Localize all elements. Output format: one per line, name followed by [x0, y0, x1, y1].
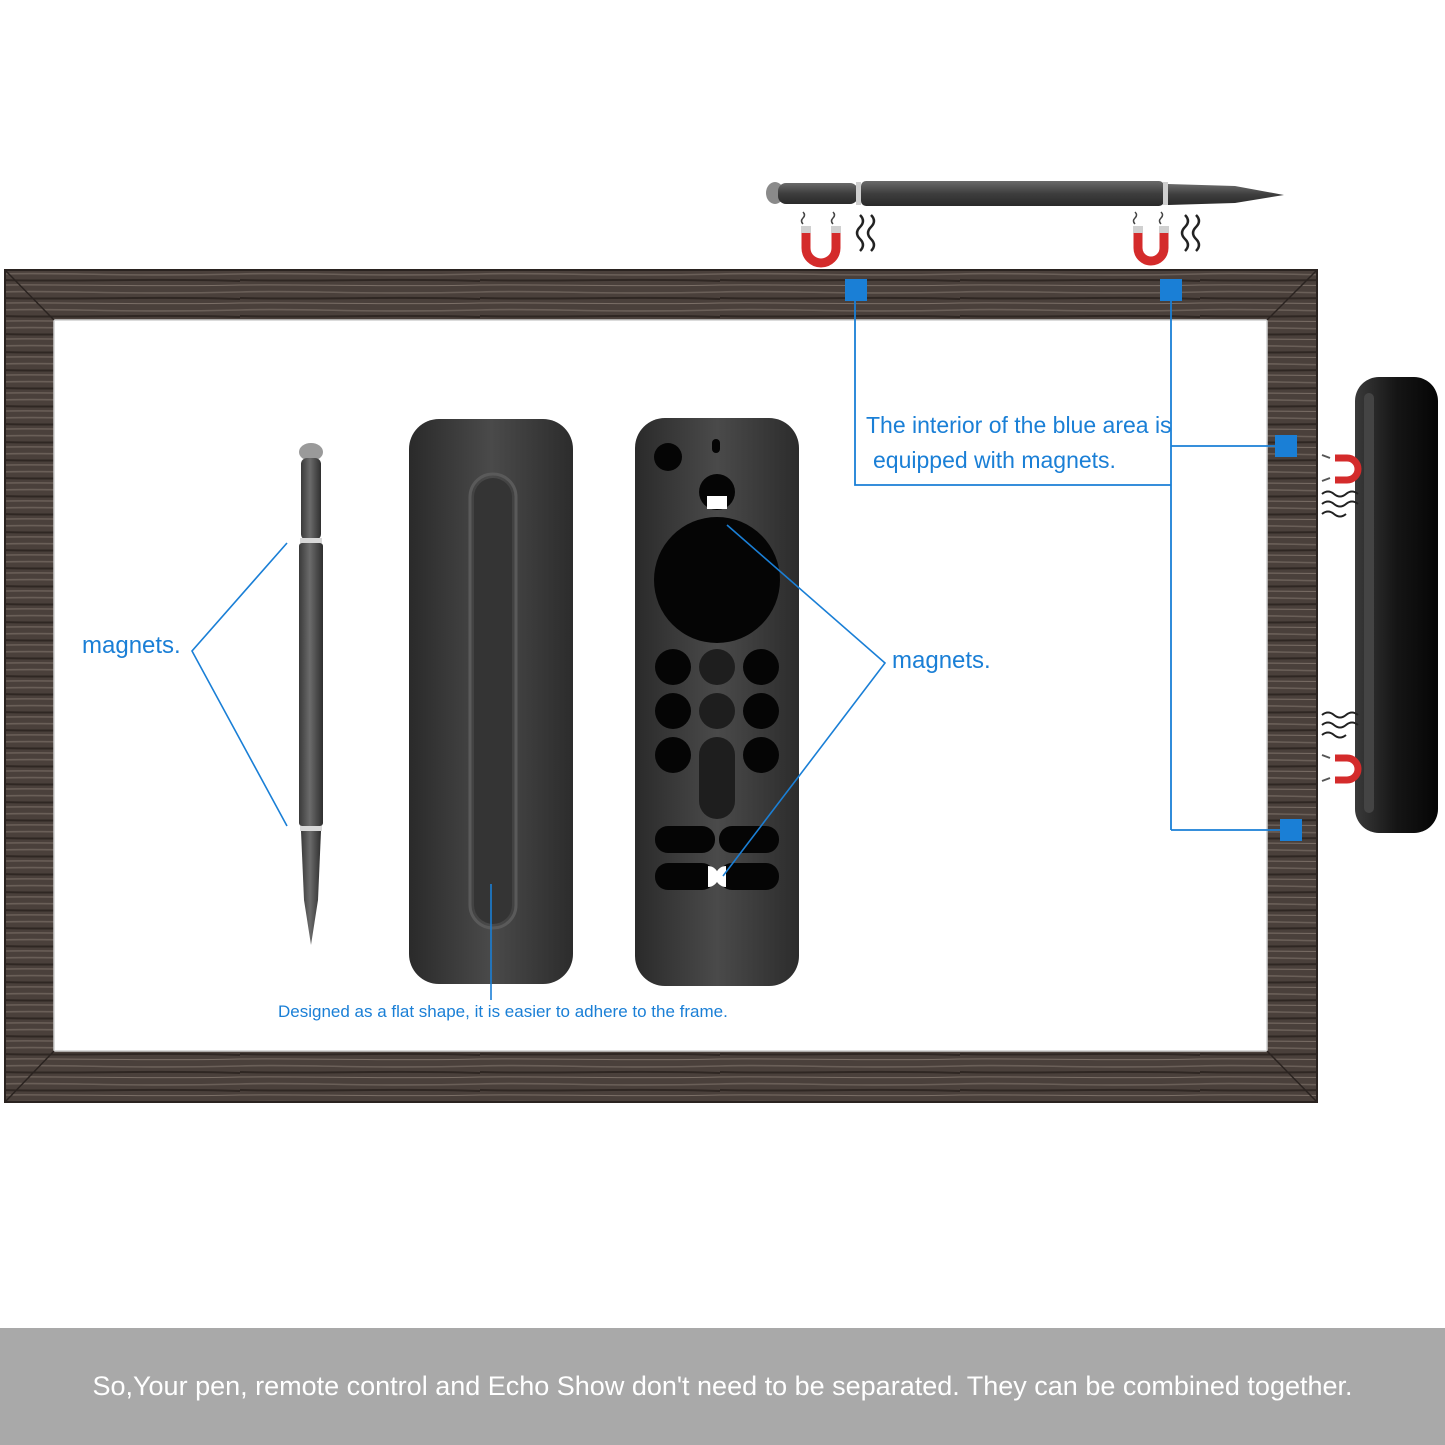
magnetic-wave-icon [1180, 214, 1201, 252]
callout-connectors [854, 301, 1280, 831]
magnet-marker-square [845, 279, 867, 301]
magnetic-wave-icon [1321, 711, 1359, 739]
magnet-icon [800, 211, 841, 268]
magnet-marker-square [1160, 279, 1182, 301]
banner-text: So,Your pen, remote control and Echo Sho… [92, 1371, 1353, 1401]
magnet-marker-square [1275, 435, 1297, 457]
magnet-area-callout-line-1: The interior of the blue area is [866, 412, 1172, 438]
magnet-icon [1132, 211, 1169, 266]
stylus-pen-vertical [299, 443, 323, 945]
stylus-pen-horizontal [766, 181, 1284, 206]
remote-case-back [409, 419, 573, 984]
magnet-icon [1321, 754, 1362, 784]
magnetic-wave-icon [855, 214, 876, 252]
magnet-area-callout-line-2: equipped with magnets. [873, 447, 1116, 473]
magnetic-wave-icon [1321, 490, 1359, 518]
pen-magnets-label: magnets. [82, 632, 181, 659]
echo-show-device [1355, 377, 1438, 833]
remote-magnets-label: magnets. [892, 647, 991, 674]
flat-shape-note: Designed as a flat shape, it is easier t… [278, 1002, 728, 1021]
pen-callout-lines [191, 542, 288, 827]
magnet-marker-square [1280, 819, 1302, 841]
bottom-banner: So,Your pen, remote control and Echo Sho… [0, 1328, 1445, 1445]
remote-case-front [635, 418, 799, 986]
magnet-icon [1321, 454, 1362, 484]
remote-callout-lines [722, 524, 887, 877]
